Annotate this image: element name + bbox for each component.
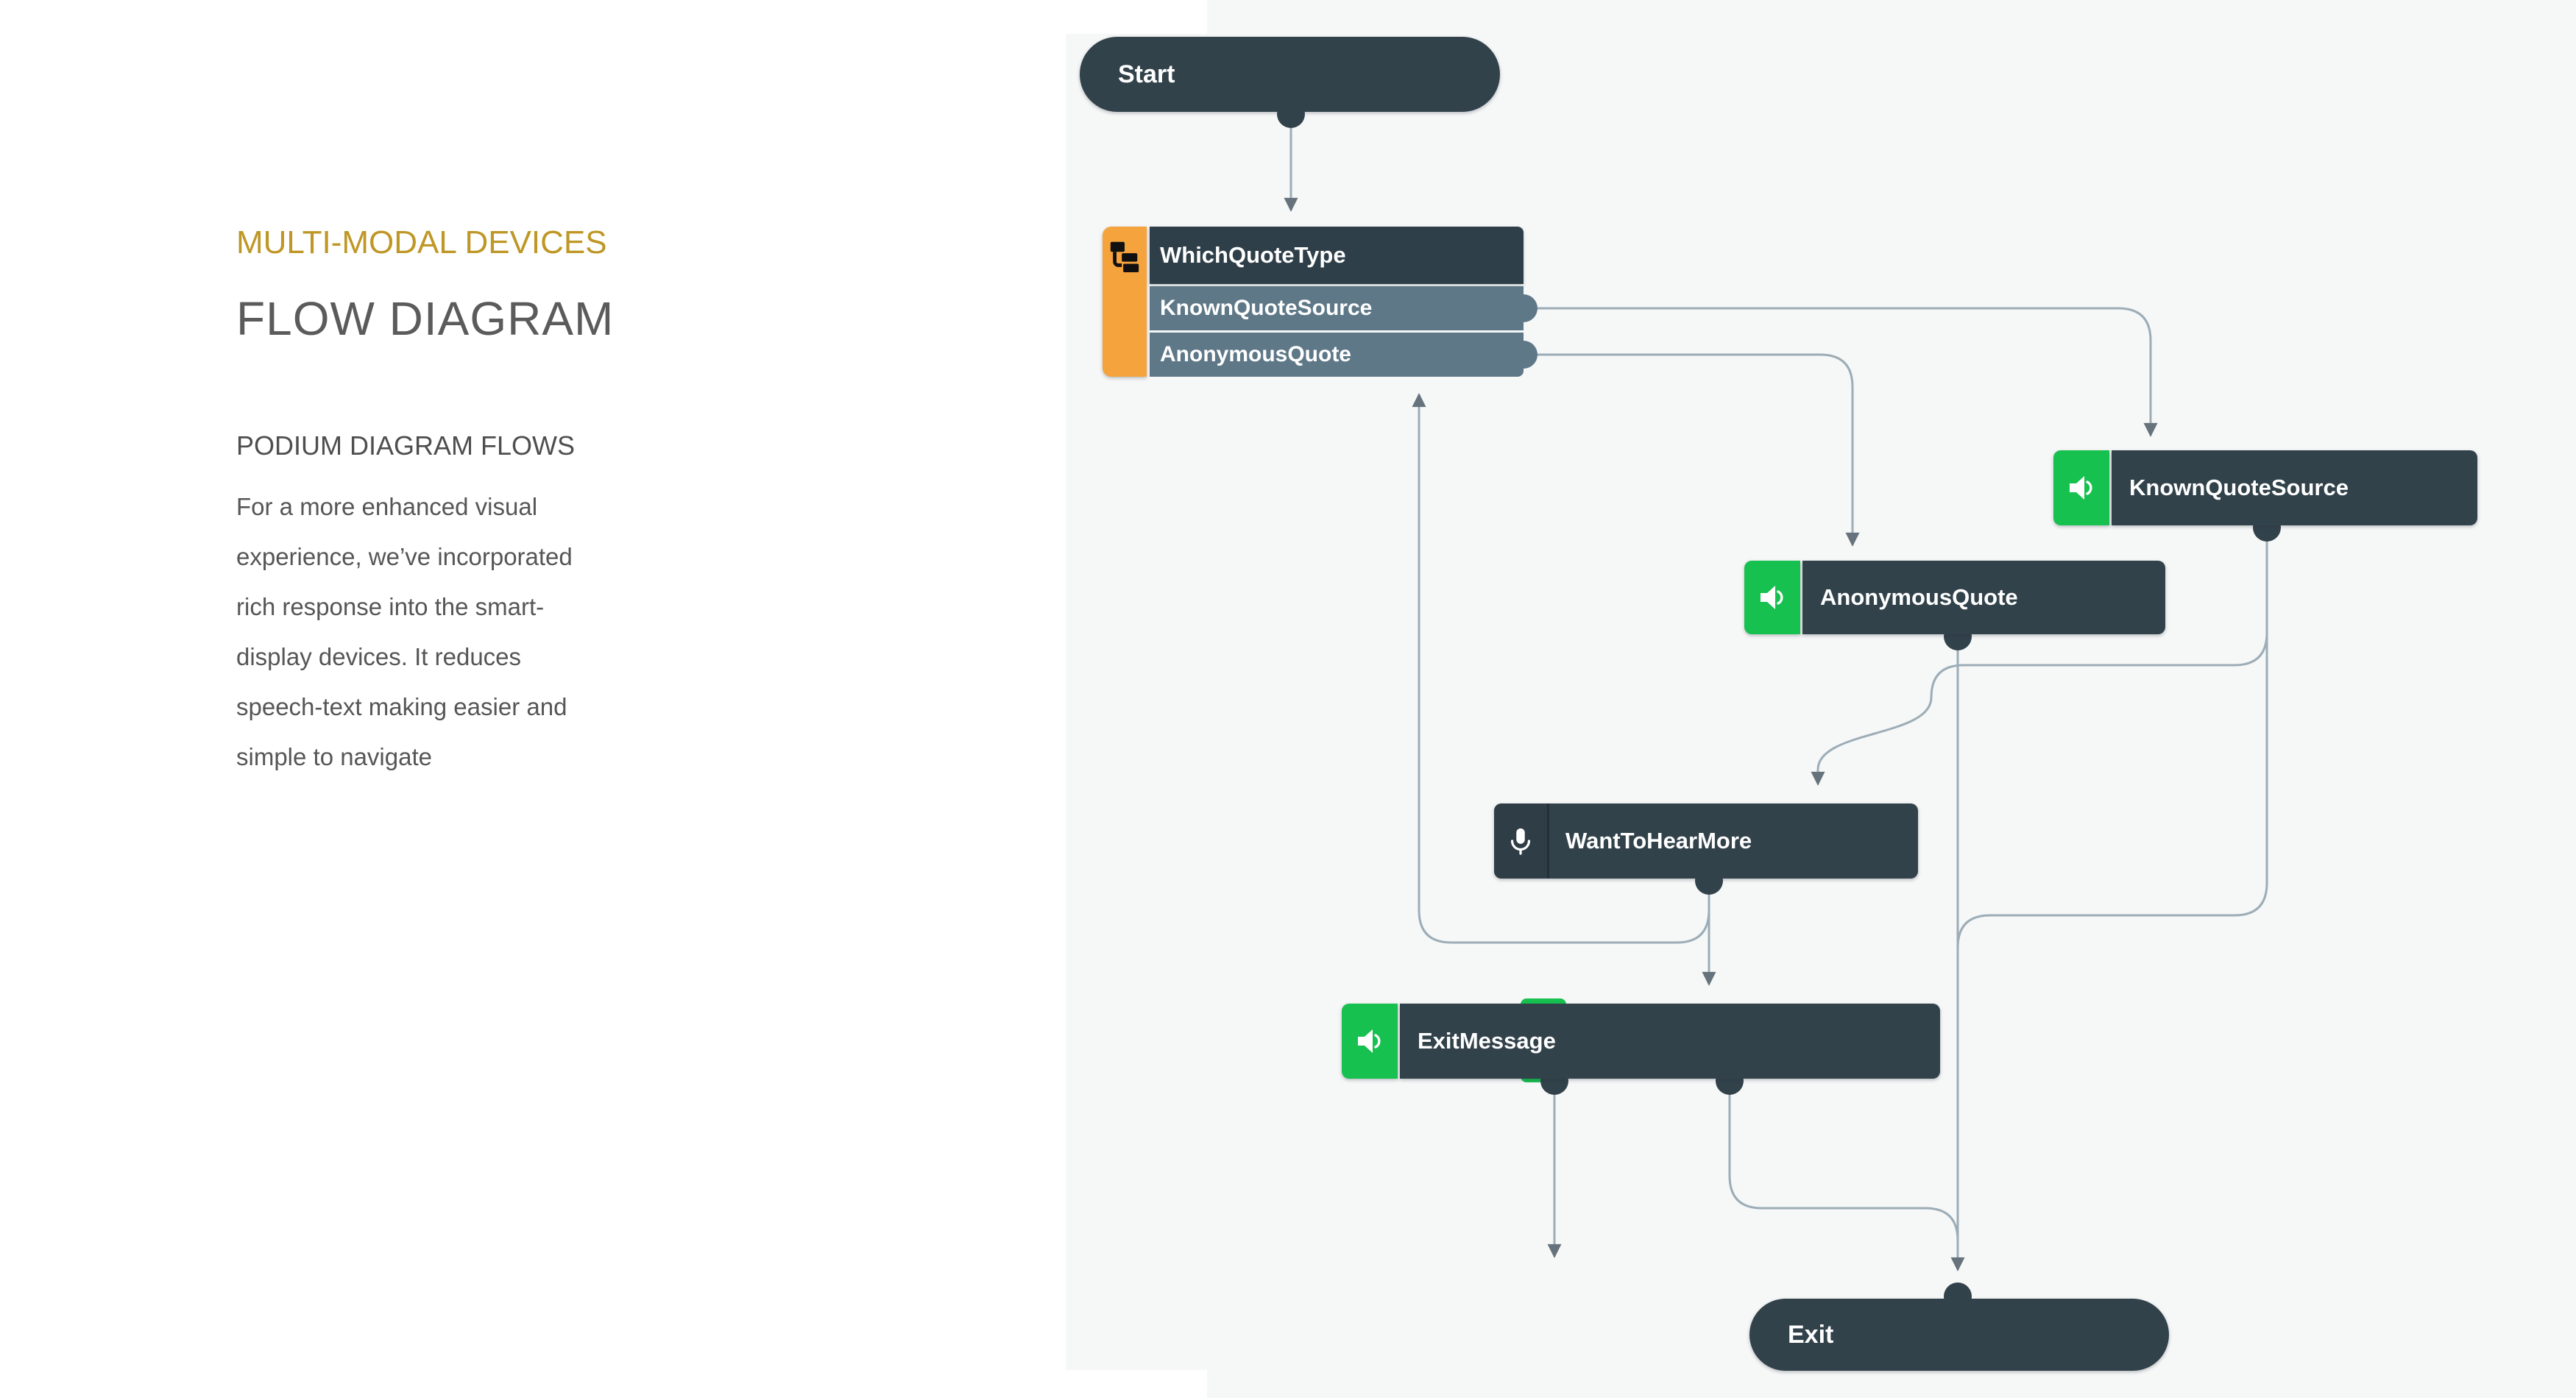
branch-output-knownquotesource[interactable]: KnownQuoteSource — [1150, 286, 1538, 330]
node-label: KnownQuoteSource — [2112, 450, 2477, 525]
body-line: display devices. It reduces — [236, 643, 522, 670]
body-line: simple to navigate — [236, 743, 432, 770]
badge-divider — [1547, 803, 1549, 879]
branch-icon — [1110, 241, 1139, 272]
node-which-quote-type[interactable]: WhichQuoteType KnownQuoteSource Anonymou… — [1103, 227, 1538, 377]
edge-knownquotesource-to-wanttohearmore — [1811, 525, 2268, 786]
speaker-icon — [1744, 561, 1800, 634]
node-anonymous-quote[interactable]: AnonymousQuote — [1744, 561, 2165, 650]
node-label: Exit — [1788, 1320, 1834, 1349]
node-exit[interactable]: Exit — [1749, 1282, 2169, 1371]
output-port[interactable] — [1510, 341, 1538, 369]
node-label: Start — [1118, 60, 1175, 88]
branch-node-stack: WhichQuoteType KnownQuoteSource Anonymou… — [1150, 227, 1538, 377]
node-known-quote-source[interactable]: KnownQuoteSource — [2053, 450, 2477, 542]
edge-anonymousquote-branch — [1524, 353, 1860, 547]
body-line: For a more enhanced visual — [236, 493, 538, 520]
node-label: ExitMessage — [1400, 1004, 1940, 1079]
branch-output-anonymousquote[interactable]: AnonymousQuote — [1150, 333, 1538, 377]
edge-knownquotesource-to-exit — [1956, 525, 2268, 948]
speaker-icon — [2053, 450, 2109, 525]
body-copy: For a more enhanced visual experience, w… — [236, 482, 648, 782]
node-label: WhichQuoteType — [1150, 227, 1524, 284]
eyebrow-heading: MULTI-MODAL DEVICES — [236, 224, 607, 260]
node-start[interactable]: Start — [1080, 37, 1500, 128]
node-exit-message[interactable]: ExitMessage — [1342, 1004, 1940, 1095]
output-port[interactable] — [1277, 100, 1305, 128]
edge-wanttohearmore-loopback — [1412, 393, 1710, 944]
microphone-icon — [1494, 803, 1547, 879]
output-port[interactable] — [1695, 867, 1723, 895]
input-port[interactable] — [1944, 1282, 1972, 1310]
body-line: rich response into the smart- — [236, 593, 545, 620]
node-label: AnonymousQuote — [1802, 561, 2165, 634]
body-line: speech-text making easier and — [236, 693, 567, 720]
body-line: experience, we’ve incorporated — [236, 543, 573, 570]
speaker-icon — [1342, 1004, 1398, 1079]
node-want-to-hear-more[interactable]: WantToHearMore — [1494, 803, 1918, 895]
edge-knownquotesource-branch — [1524, 307, 2158, 437]
output-port[interactable] — [1510, 294, 1538, 322]
branch-node-accent — [1103, 227, 1147, 377]
node-label: WantToHearMore — [1565, 828, 1752, 854]
edge-exitmessage-to-exit — [1728, 1079, 1959, 1241]
page-title: FLOW DIAGRAM — [236, 292, 615, 345]
subtitle: PODIUM DIAGRAM FLOWS — [236, 430, 576, 461]
